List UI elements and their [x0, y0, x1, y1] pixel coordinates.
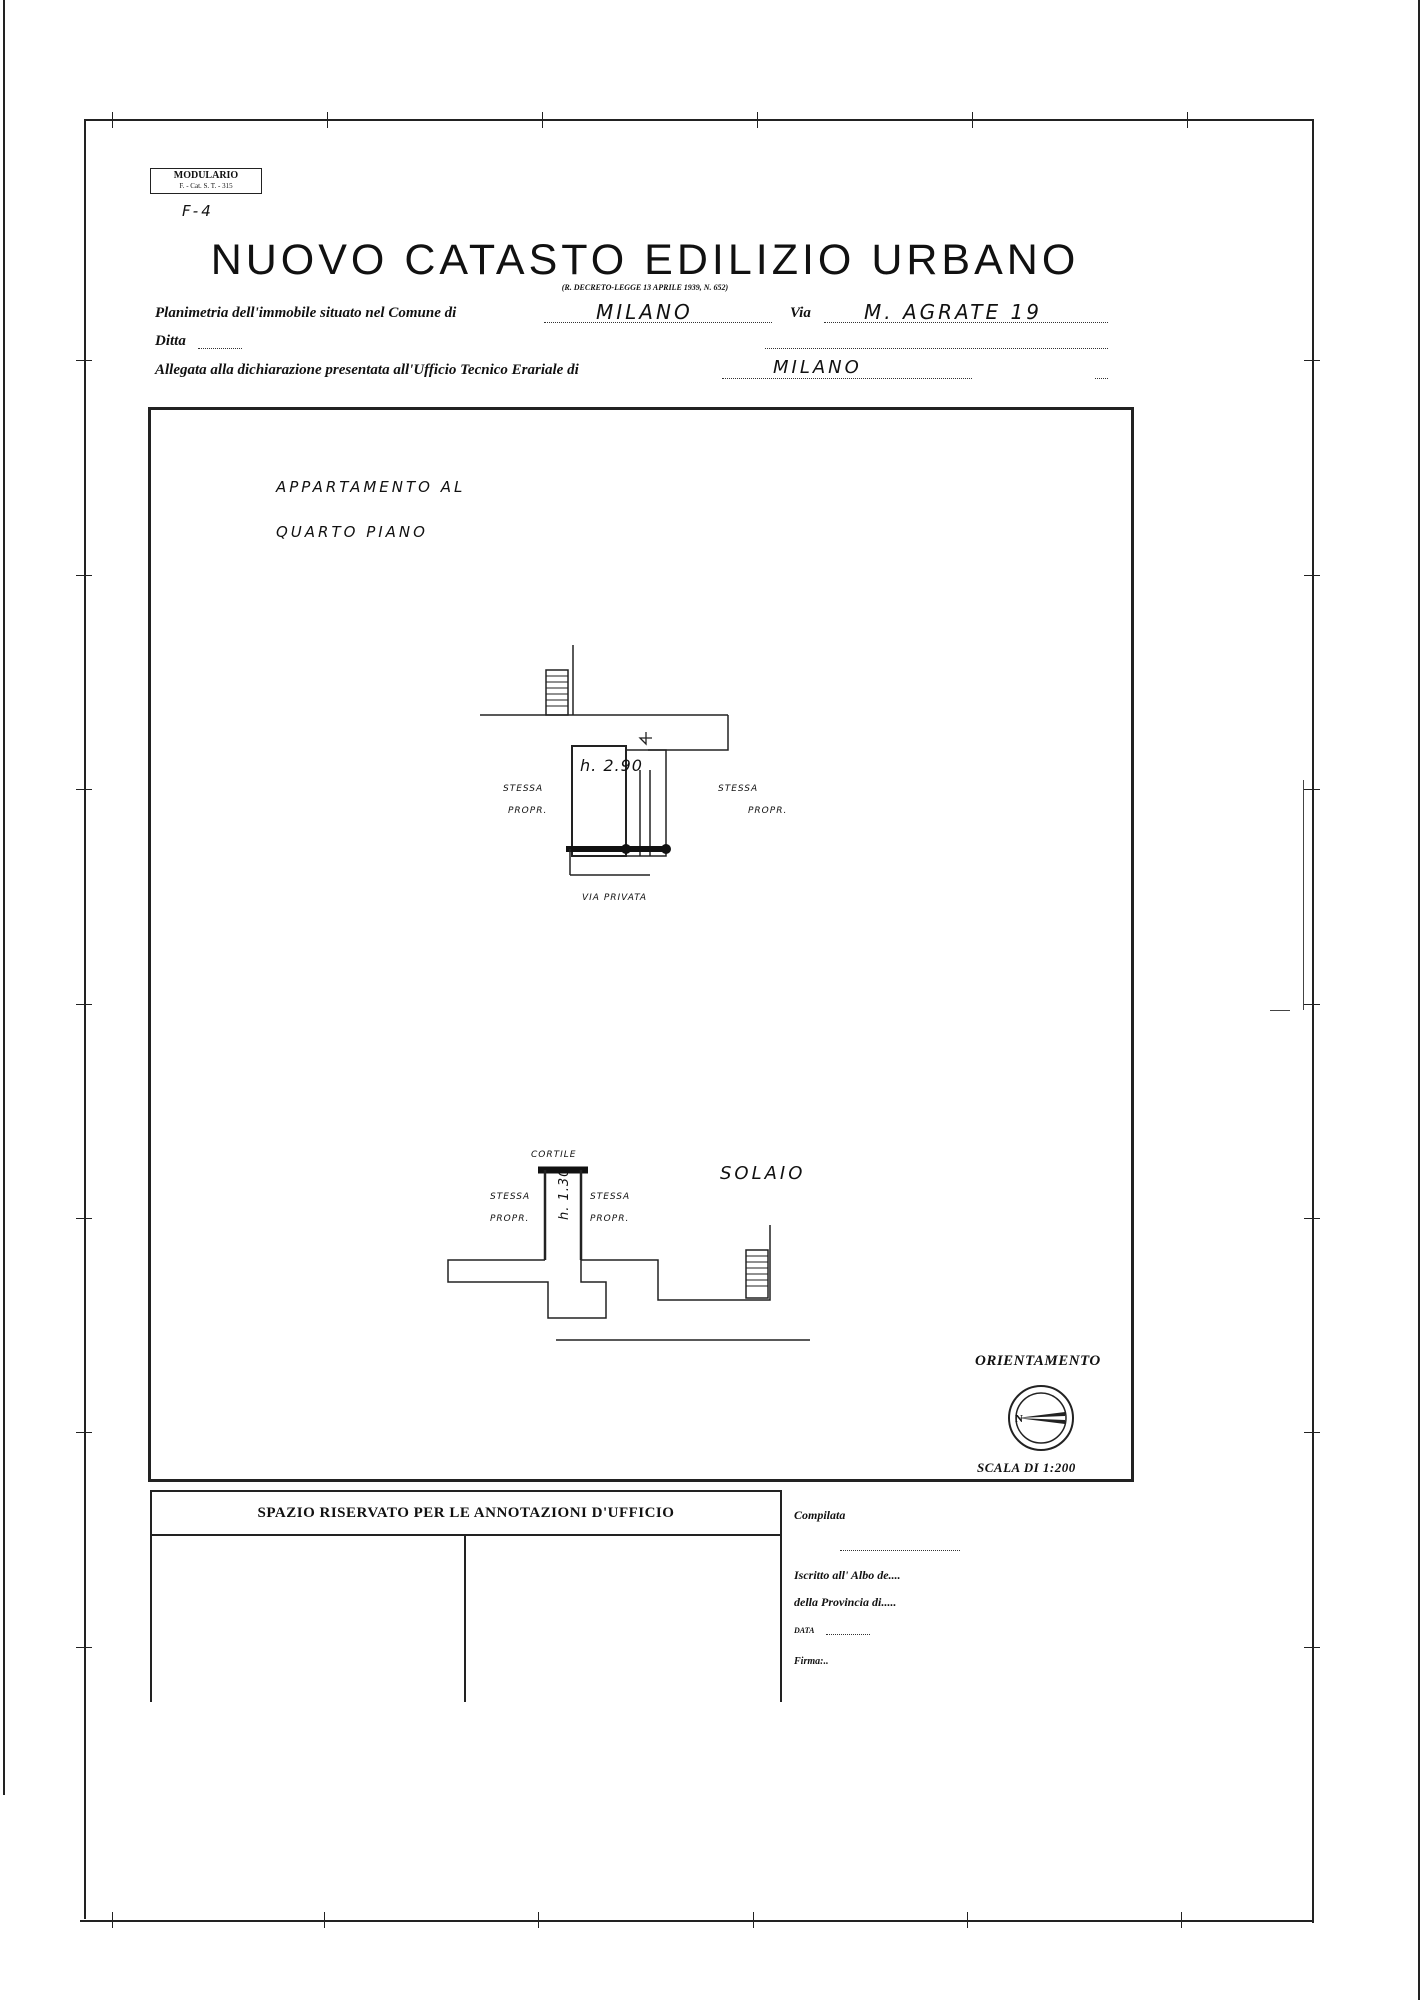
tick	[76, 1432, 92, 1433]
tick	[112, 112, 113, 128]
street-label: VIA PRIVATA	[582, 893, 648, 903]
frame-left	[84, 119, 86, 1919]
tick	[1304, 1218, 1320, 1219]
stessa-propr-left-1: STESSA	[503, 784, 544, 794]
ufficio-line	[722, 378, 972, 379]
comune-value: MILANO	[596, 300, 693, 324]
solaio-stessa-right-2: PROPR.	[590, 1214, 630, 1224]
modulario-label: MODULARIO	[173, 170, 239, 181]
tick	[1181, 1912, 1182, 1928]
iscritto-label: Iscritto all' Albo de....	[794, 1568, 901, 1582]
ufficio-value: MILANO	[773, 357, 862, 378]
tick	[1187, 112, 1188, 128]
ditta-label: Ditta	[155, 333, 186, 349]
tick	[76, 1647, 92, 1648]
tick	[1304, 789, 1320, 790]
solaio-stessa-left-1: STESSA	[490, 1192, 531, 1202]
office-annotations-divider	[464, 1536, 466, 1702]
planimetria-label: Planimetria dell'immobile situato nel Co…	[155, 305, 457, 321]
ditta-line	[198, 348, 242, 349]
ditta-line-right	[765, 348, 1108, 349]
data-line	[826, 1634, 870, 1635]
stessa-propr-right-2: PROPR.	[748, 806, 788, 816]
apartment-plan-drawing	[480, 645, 729, 876]
tick	[757, 112, 758, 128]
scan-mark	[1303, 780, 1304, 1010]
plan-description-line1: APPARTAMENTO AL	[276, 478, 466, 496]
modulario-code: F. - Cat. S. T. - 315	[179, 182, 233, 190]
tick	[327, 112, 328, 128]
floor-plan-area	[148, 407, 1134, 1482]
ufficio-line-end	[1095, 378, 1108, 379]
tick	[324, 1912, 325, 1928]
cortile-label: CORTILE	[531, 1150, 577, 1160]
compilata-line	[840, 1550, 960, 1551]
tick	[1304, 1647, 1320, 1648]
orientation-title: ORIENTAMENTO	[975, 1353, 1101, 1369]
scan-mark	[1270, 1010, 1290, 1011]
plan-description-line2: QUARTO PIANO	[276, 523, 428, 541]
tick	[76, 575, 92, 576]
tick	[76, 1218, 92, 1219]
via-line	[824, 322, 1108, 323]
sheet-left-edge	[3, 0, 5, 1795]
via-label: Via	[790, 305, 811, 321]
scale-label: SCALA DI 1:200	[977, 1460, 1076, 1475]
tick	[1304, 575, 1320, 576]
tick	[76, 360, 92, 361]
tick	[542, 112, 543, 128]
compass-icon: N	[1008, 1385, 1074, 1451]
svg-text:N: N	[1015, 1413, 1023, 1425]
tick	[538, 1912, 539, 1928]
page-title: NUOVO CATASTO EDILIZIO URBANO	[210, 236, 1080, 284]
office-annotations-title: SPAZIO RISERVATO PER LE ANNOTAZIONI D'UF…	[152, 1492, 780, 1536]
frame-bottom	[80, 1920, 1314, 1922]
modulario-box: MODULARIO F. - Cat. S. T. - 315	[150, 168, 262, 194]
form-code: F-4	[182, 202, 214, 220]
data-label: DATA	[794, 1626, 815, 1635]
solaio-plan-drawing	[447, 1166, 810, 1341]
provincia-label: della Provincia di.....	[794, 1595, 897, 1609]
tick	[972, 112, 973, 128]
frame-right	[1312, 119, 1314, 1923]
tick	[967, 1912, 968, 1928]
comune-line	[544, 322, 772, 323]
sheet-right-edge	[1418, 0, 1420, 2000]
tick	[753, 1912, 754, 1928]
decree-note: (R. DECRETO-LEGGE 13 APRILE 1939, N. 652…	[561, 283, 729, 292]
tick	[1304, 1004, 1320, 1005]
via-value: M. AGRATE 19	[864, 300, 1042, 324]
firma-label: Firma:..	[794, 1656, 829, 1667]
allegata-label: Allegata alla dichiarazione presentata a…	[155, 362, 579, 378]
tick	[1304, 360, 1320, 361]
compilata-label: Compilata	[794, 1508, 846, 1522]
solaio-label: SOLAIO	[720, 1163, 806, 1184]
solaio-stessa-left-2: PROPR.	[490, 1214, 530, 1224]
stessa-propr-left-2: PROPR.	[508, 806, 548, 816]
tick	[76, 789, 92, 790]
solaio-height-label: h. 1.30	[557, 1167, 572, 1220]
tick	[1304, 1432, 1320, 1433]
height-label: h. 2.90	[580, 756, 643, 775]
office-annotations-box: SPAZIO RISERVATO PER LE ANNOTAZIONI D'UF…	[150, 1490, 782, 1702]
tick	[112, 1912, 113, 1928]
tick	[76, 1004, 92, 1005]
frame-top	[84, 119, 1314, 121]
solaio-stessa-right-1: STESSA	[590, 1192, 631, 1202]
stessa-propr-right-1: STESSA	[718, 784, 759, 794]
